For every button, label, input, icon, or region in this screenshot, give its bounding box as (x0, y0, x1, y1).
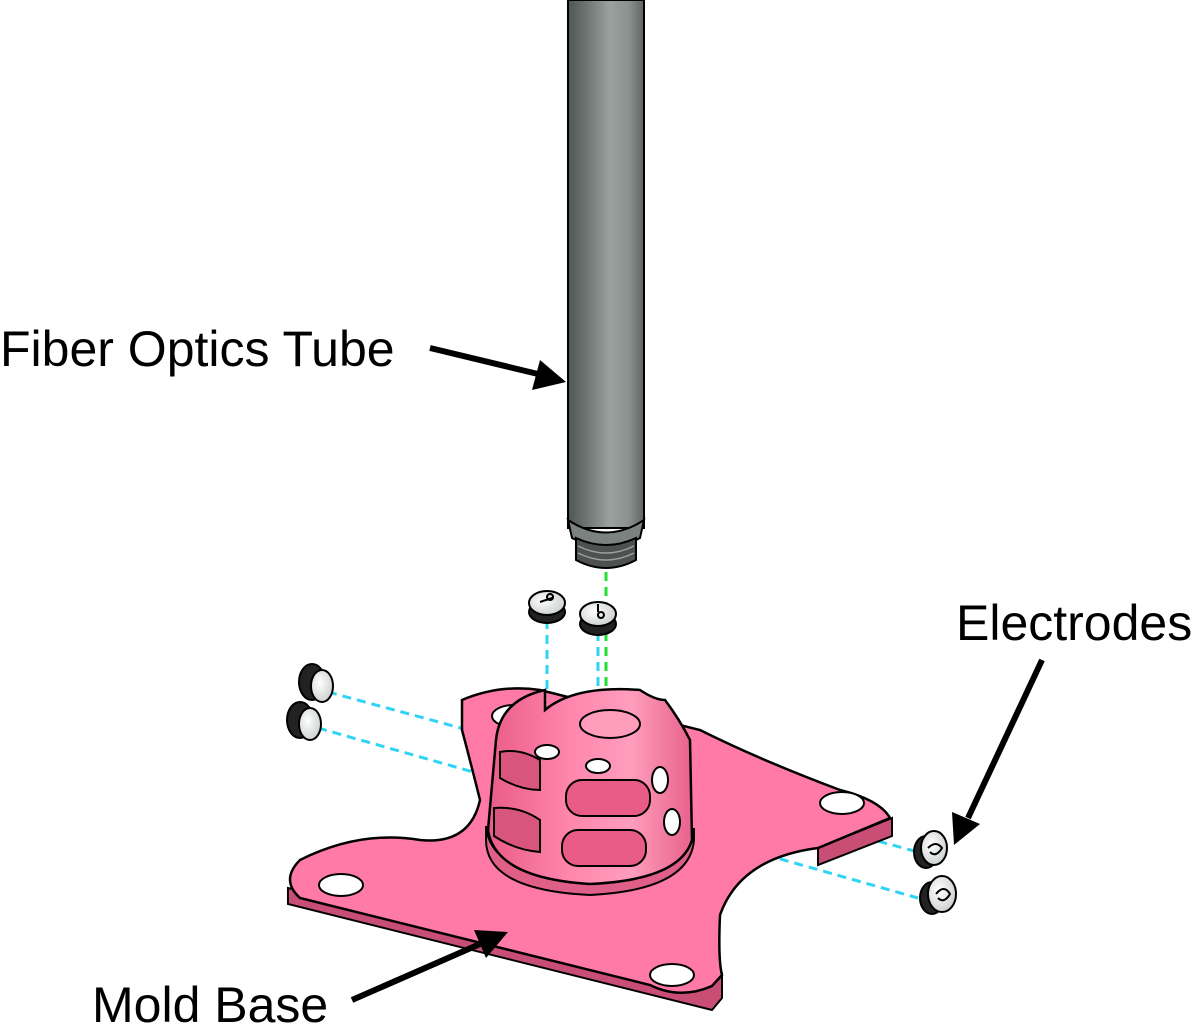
mold-base-electrode-port (534, 744, 560, 760)
mold-base-side-port (651, 766, 669, 794)
electrodes (286, 590, 957, 915)
mold-base-hub-top-opening (579, 709, 641, 739)
mold-base-hub-slot (561, 829, 647, 867)
mold-base (287, 687, 893, 1012)
electrode-left-lower (286, 701, 322, 741)
mold-base-hole (819, 791, 865, 815)
tube-body (567, 0, 645, 529)
fiber-optics-tube (566, 0, 646, 569)
mold-base-side-port (663, 808, 681, 836)
mold-base-hub-slot (493, 806, 541, 854)
mold-base-label: Mold Base (92, 977, 328, 1027)
electrode-right-upper (913, 830, 948, 869)
mold-base-arrow (350, 930, 508, 1003)
mold-base-electrode-port (585, 758, 611, 774)
electrode-right-lower (919, 875, 957, 915)
mold-base-hub-slot (499, 750, 541, 792)
electrode-top-right (579, 601, 617, 636)
electrodes-arrow (952, 658, 1045, 845)
fiber-optics-tube-label: Fiber Optics Tube (0, 321, 395, 377)
electrode-top-left (528, 590, 566, 624)
mold-base-hole (649, 963, 695, 987)
electrode-left-upper (298, 663, 334, 703)
mold-base-hub-slot (565, 779, 651, 817)
tube-thread-lines (577, 545, 635, 561)
mold-base-hole (318, 873, 364, 897)
fiber-optics-tube-arrow (429, 345, 566, 390)
electrodes-label: Electrodes (956, 595, 1192, 651)
callout-arrows (350, 345, 1045, 1003)
